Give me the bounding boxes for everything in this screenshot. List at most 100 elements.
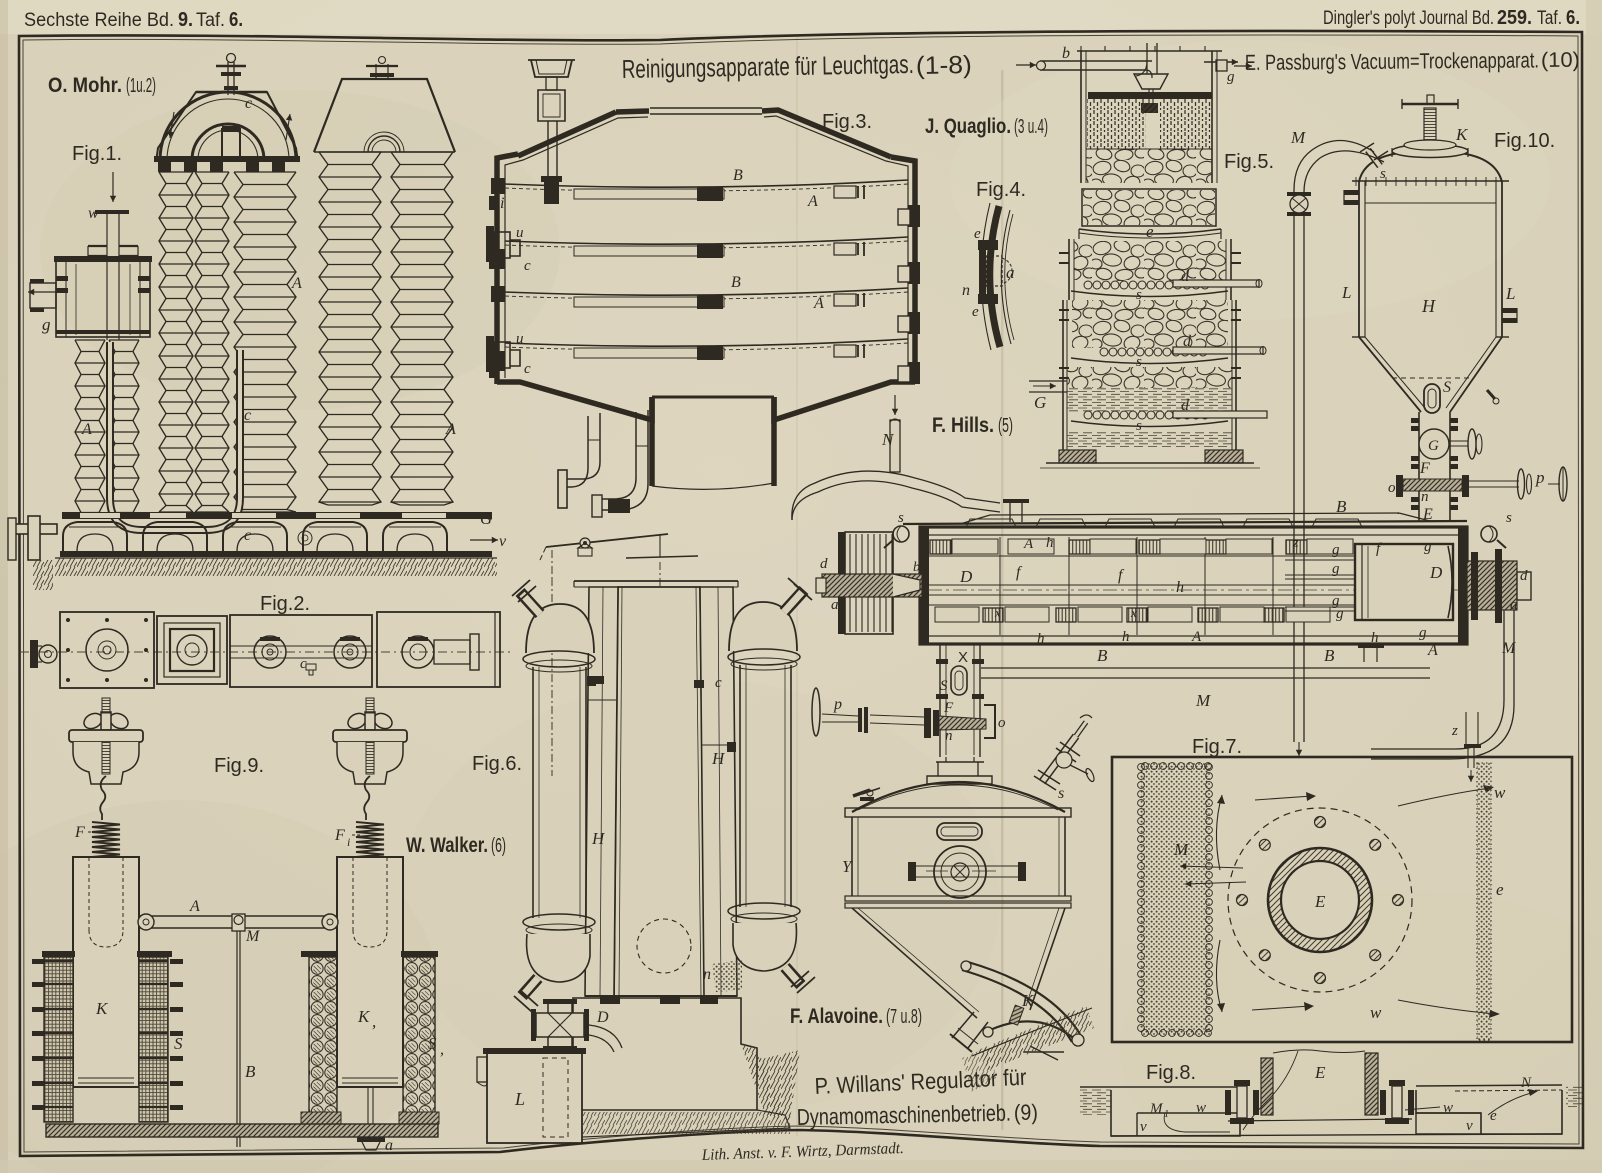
svg-text:D: D [596,1009,609,1026]
svg-text:s: s [1136,418,1142,434]
svg-text:d: d [1181,397,1190,414]
svg-text:O. Mohr.: O. Mohr. [48,74,122,97]
svg-text:K: K [95,999,109,1018]
svg-text:i: i [347,835,350,849]
svg-text:1: 1 [1164,1109,1169,1120]
svg-text:(6): (6) [491,835,506,857]
svg-text:v: v [499,533,507,550]
svg-text:Fig.2.: Fig.2. [260,593,310,615]
svg-text:F: F [74,824,85,841]
svg-text:9.: 9. [178,9,193,31]
svg-text:e: e [974,226,981,242]
svg-text:A: A [1191,629,1202,645]
svg-text:c: c [245,95,252,112]
svg-text:g: g [42,315,51,334]
svg-text:Fig.9.: Fig.9. [214,755,264,777]
svg-text:S: S [428,1034,437,1053]
svg-text:s: s [1136,287,1142,303]
svg-text:c: c [300,656,307,672]
svg-text:F: F [943,700,954,716]
svg-text:n: n [962,282,970,299]
svg-text:g: g [1419,625,1427,641]
svg-text:B: B [1097,646,1108,665]
svg-text:B: B [731,274,741,291]
svg-text:S: S [940,678,948,694]
svg-text:c: c [1458,628,1465,643]
svg-text:w: w [1443,1100,1453,1116]
svg-text:d: d [1520,568,1528,584]
svg-text:E: E [1422,506,1433,523]
svg-text:e: e [1490,1108,1497,1124]
svg-text:M: M [245,928,261,945]
svg-text:Fig.1.: Fig.1. [72,143,122,165]
svg-text:h: h [1176,579,1184,596]
svg-text:h: h [1122,629,1130,645]
svg-text:Fig.4.: Fig.4. [976,179,1026,201]
svg-text:A: A [445,421,456,438]
svg-text:M: M [1290,128,1306,147]
svg-text:z: z [1292,536,1299,551]
svg-text:(1-8): (1-8) [916,51,972,80]
svg-text:h: h [1037,631,1045,647]
svg-text:M: M [1195,691,1211,710]
svg-text:w: w [1196,1100,1206,1116]
svg-text:E. Passburg's Vacuum=Trockenap: E. Passburg's Vacuum=Trockenapparat. [1245,47,1539,75]
svg-text:D: D [1429,563,1443,582]
svg-text:A: A [81,421,92,438]
svg-text:Dingler's polyt Journal Bd.: Dingler's polyt Journal Bd. [1323,8,1494,29]
svg-text:c: c [588,674,595,690]
svg-text:f: f [1016,564,1023,581]
svg-text:d: d [820,556,828,572]
svg-text:u: u [516,225,524,241]
svg-text:f: f [1376,541,1382,557]
svg-text:g: g [1424,539,1432,555]
svg-text:B: B [1336,497,1347,516]
svg-text:c: c [524,361,531,377]
svg-text:B: B [245,1062,256,1081]
svg-text:(1u.2): (1u.2) [126,75,156,97]
svg-text:G: G [480,509,492,528]
svg-text:g: g [1227,69,1235,85]
svg-text:z: z [1451,723,1458,739]
svg-text:e: e [1146,222,1154,241]
svg-text:Fig.10.: Fig.10. [1494,130,1555,152]
svg-text:K: K [1455,125,1469,144]
svg-text:x: x [994,605,1001,620]
svg-text:p: p [833,696,842,713]
svg-text:n: n [1421,489,1429,505]
svg-text:Fig.7.: Fig.7. [1192,736,1242,758]
svg-text:S: S [174,1034,183,1053]
svg-text:d: d [1181,268,1190,285]
svg-text:c: c [923,537,930,552]
svg-text:Taf.: Taf. [1537,8,1562,29]
svg-text:M: M [1173,840,1189,859]
svg-text:F. Hills.: F. Hills. [932,414,994,437]
svg-text:6.: 6. [1566,7,1580,29]
svg-text:w: w [1494,783,1506,802]
svg-text:s: s [1380,166,1386,182]
svg-text:A: A [807,193,818,210]
svg-text:x: x [1130,605,1137,620]
svg-text:Fig.6.: Fig.6. [472,753,522,775]
svg-text:w: w [1370,1003,1382,1022]
svg-text:c: c [1458,535,1465,550]
svg-text:Fig.5.: Fig.5. [1224,151,1274,173]
svg-text:c: c [244,527,251,544]
svg-text:b: b [1062,45,1070,62]
svg-text:e: e [1496,880,1504,899]
svg-text:F. Alavoine.: F. Alavoine. [790,1005,883,1028]
svg-text:H: H [591,829,606,848]
svg-text:W. Walker.: W. Walker. [406,834,488,857]
svg-text:a: a [1510,597,1518,613]
svg-text:s: s [1136,354,1142,370]
svg-text:p: p [1535,468,1545,487]
svg-text:E: E [1314,892,1326,911]
svg-text:g: g [1332,561,1340,577]
svg-text:n: n [488,243,496,260]
svg-text:Fig.3.: Fig.3. [822,111,872,133]
svg-text:E: E [1314,1063,1326,1082]
svg-text:a: a [385,1137,393,1154]
svg-text:Y: Y [842,857,853,876]
svg-text:a: a [1006,263,1015,282]
svg-text:B: B [733,167,743,184]
